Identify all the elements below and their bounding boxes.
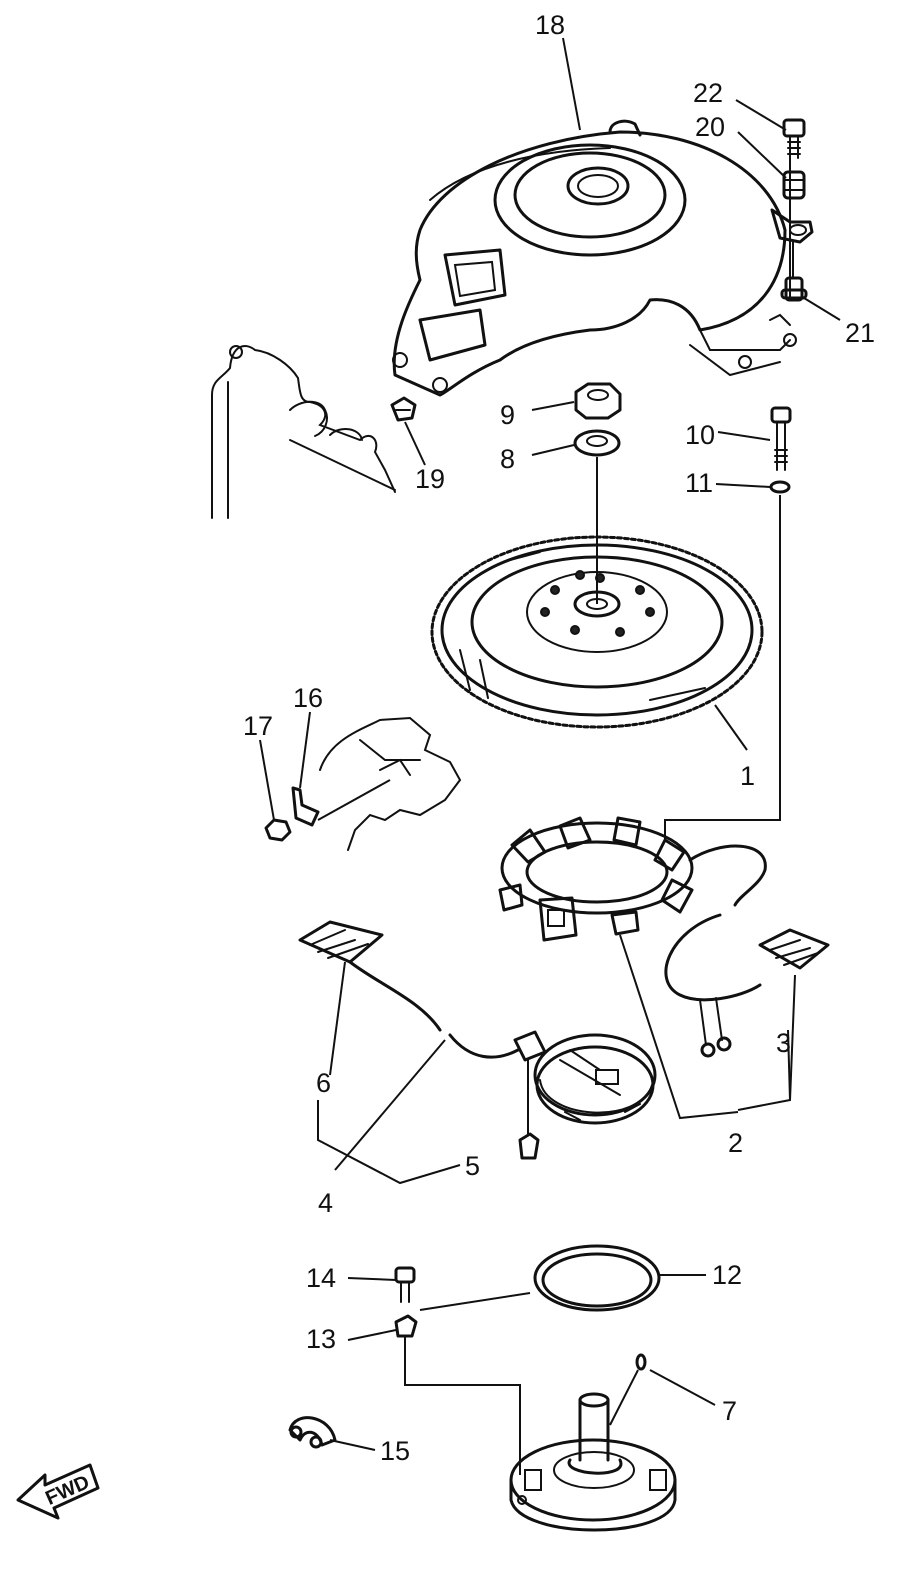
bolt-17 xyxy=(264,818,292,842)
callout-numbers: 18 22 20 21 9 8 19 10 11 1 16 17 3 6 2 5… xyxy=(243,10,875,1466)
callout-20: 20 xyxy=(695,112,725,142)
callout-3: 3 xyxy=(776,1028,791,1058)
callout-13: 13 xyxy=(306,1324,336,1354)
callout-11: 11 xyxy=(685,468,713,498)
callout-21: 21 xyxy=(845,318,875,348)
callout-2: 2 xyxy=(728,1128,743,1158)
connector-3 xyxy=(758,928,830,970)
nut-9 xyxy=(574,382,622,420)
callout-14: 14 xyxy=(306,1263,336,1293)
flywheel-cover xyxy=(392,119,797,397)
screw-14 xyxy=(394,1266,416,1303)
stator-assembly xyxy=(498,816,767,1058)
pulser-coil-assembly xyxy=(513,1030,657,1125)
callout-22: 22 xyxy=(693,78,723,108)
key-7 xyxy=(635,1353,647,1371)
engine-block-outline xyxy=(211,345,396,519)
bolt-19 xyxy=(390,396,417,422)
washer-plate xyxy=(770,208,814,244)
ring-12 xyxy=(533,1244,661,1312)
fwd-arrow: FWD xyxy=(16,1463,100,1520)
callout-10: 10 xyxy=(685,420,715,450)
callout-16: 16 xyxy=(293,683,323,713)
cable-clamp-15 xyxy=(288,1416,337,1449)
callout-7: 7 xyxy=(722,1396,737,1426)
callout-8: 8 xyxy=(500,444,515,474)
grommet-20 xyxy=(782,170,806,200)
callout-5: 5 xyxy=(465,1151,480,1181)
clamp-13 xyxy=(394,1314,418,1338)
callout-6: 6 xyxy=(316,1068,331,1098)
connector-6 xyxy=(298,920,520,1059)
callout-12: 12 xyxy=(712,1260,742,1290)
leader-lines xyxy=(259,37,841,1475)
washer-8 xyxy=(573,429,621,457)
callout-19: 19 xyxy=(415,464,445,494)
engine-fragment xyxy=(319,716,462,851)
callout-18: 18 xyxy=(535,10,565,40)
collar-21 xyxy=(780,276,808,302)
bracket-16 xyxy=(291,786,320,827)
washer-11 xyxy=(769,480,791,494)
fwd-label: FWD xyxy=(42,1471,93,1510)
crankshaft-base xyxy=(509,1392,677,1532)
callout-1: 1 xyxy=(740,761,755,791)
bolt-10 xyxy=(770,406,792,471)
callout-15: 15 xyxy=(380,1436,410,1466)
callout-9: 9 xyxy=(500,400,515,430)
bolt-22 xyxy=(782,118,806,159)
callout-4: 4 xyxy=(318,1188,333,1218)
callout-17: 17 xyxy=(243,711,273,741)
screw-5 xyxy=(518,1132,540,1160)
